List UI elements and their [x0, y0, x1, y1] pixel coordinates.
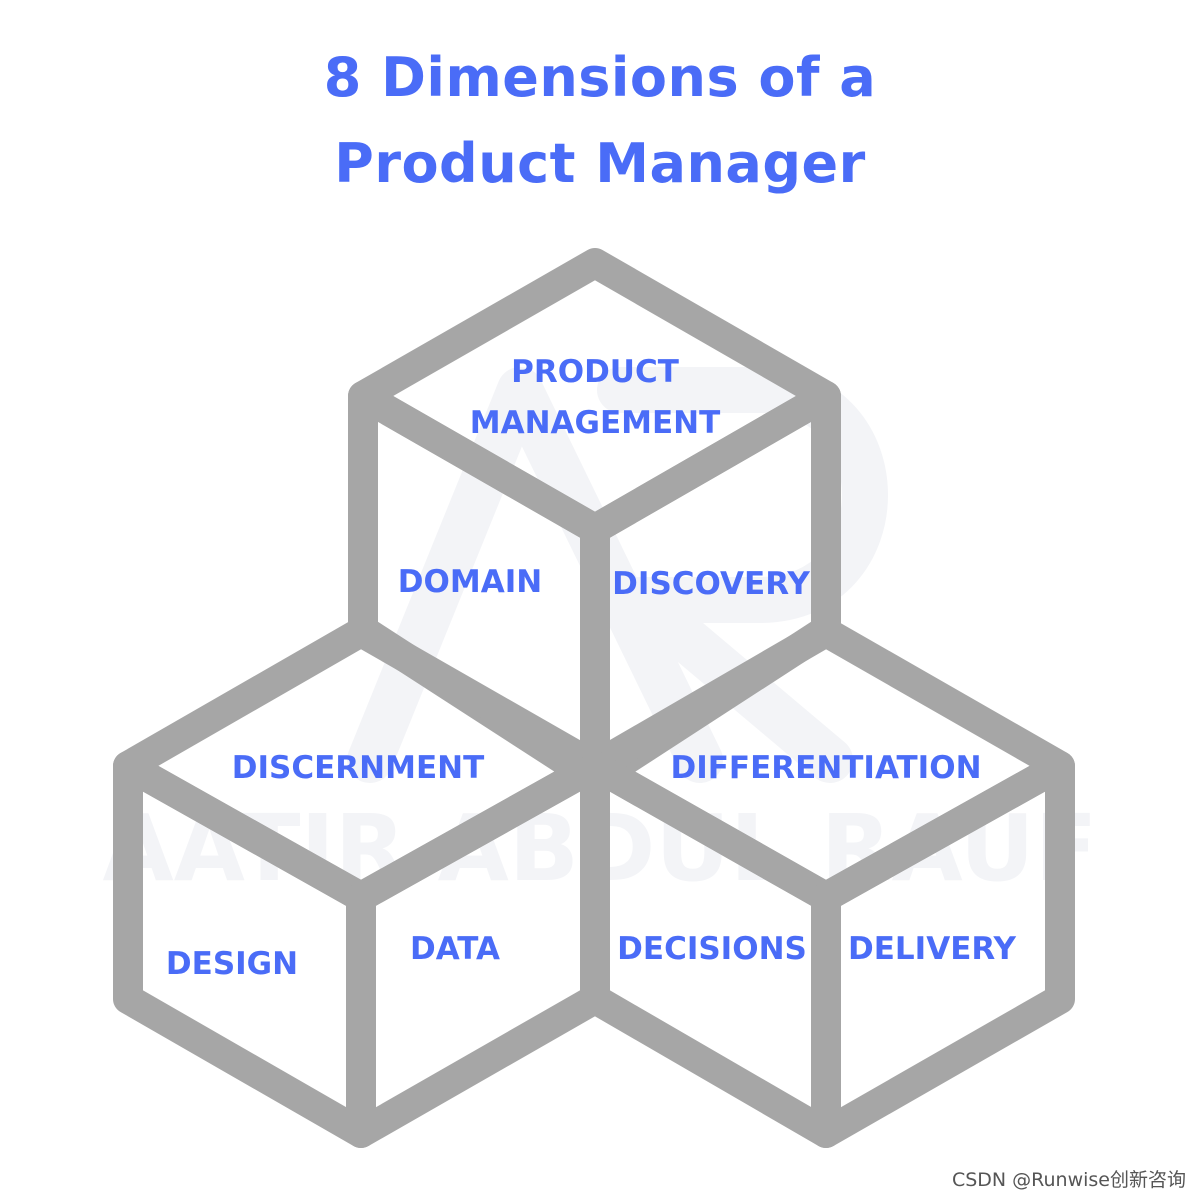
label-differentiation: DIFFERENTIATION [670, 750, 981, 786]
label-design: DESIGN [166, 946, 298, 982]
label-discernment: DISCERNMENT [232, 750, 484, 786]
label-domain: DOMAIN [398, 564, 542, 600]
label-product-management-2: MANAGEMENT [470, 405, 721, 441]
label-decisions: DECISIONS [617, 931, 807, 967]
label-data: DATA [410, 931, 500, 967]
label-product-management-1: PRODUCT [511, 354, 679, 390]
cube-right [580, 617, 1075, 1148]
source-credit: CSDN @Runwise创新咨询 [951, 1169, 1186, 1191]
title-line-2: Product Manager [334, 132, 866, 195]
label-discovery: DISCOVERY [612, 566, 810, 602]
label-delivery: DELIVERY [848, 931, 1017, 967]
title-line-1: 8 Dimensions of a [323, 46, 877, 109]
cube-right-right-face [811, 751, 1075, 1148]
